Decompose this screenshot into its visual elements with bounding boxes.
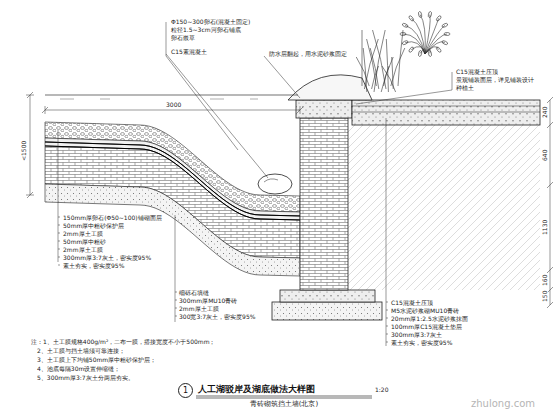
annotation: 粒径1.5~3cm河卵石铺底 (170, 26, 242, 33)
annotation: 20mm厚1:2.5水泥砂浆抹面 (390, 315, 469, 322)
callout-number: 1 (183, 387, 188, 395)
grass-blade (356, 57, 369, 86)
shrub-leaf (441, 23, 448, 28)
annotation: 细砾石填缝 (178, 289, 210, 296)
grass-blade (367, 39, 377, 86)
dimension: 160 (541, 273, 548, 286)
annotation: 2mm厚土工膜 (62, 230, 104, 237)
annotation: C15混凝土压顶 (455, 68, 499, 75)
shrub-leaf (444, 33, 450, 36)
grass-blade (363, 48, 367, 92)
annotation: C15混凝土压顶 (390, 299, 434, 306)
shrub-leaf (405, 25, 425, 54)
annotation: 100mm厚C15混凝土垫层 (390, 323, 463, 330)
dimension: <1500 (20, 140, 27, 162)
shrub-leaf (428, 11, 432, 18)
shrub-leaf (408, 15, 414, 22)
grass-blade (373, 30, 386, 89)
shrub-leaf (418, 11, 422, 18)
dimension: 240 (541, 106, 548, 119)
shrub-leaf (436, 46, 442, 53)
drawing-title: 人工湖驳岸及湖底做法大样图 (198, 384, 315, 395)
annotation: 防水层翻起，用水泥砂浆固定 (268, 50, 348, 57)
annotation: 2mm厚土工膜 (62, 246, 104, 253)
grass-blade (362, 30, 363, 86)
annotation: 300mm厚MU10青砖 (178, 297, 238, 304)
shrub-leaf (425, 25, 445, 54)
annotation: 4、池底每隔30m设置伸缩缝； (36, 365, 121, 372)
annotation: 300宽3:7灰土，密实度95% (178, 313, 256, 320)
shrub-leaf (402, 40, 409, 45)
grass-blade (398, 30, 403, 86)
shrub-leaf (408, 46, 414, 53)
grass-blade (370, 48, 379, 89)
shrub-leaf (411, 18, 425, 54)
annotation: 300mm厚3:7灰土，密实度95% (62, 254, 152, 261)
annotation: C15素混凝土 (170, 48, 208, 55)
annotation: 150mm厚卵石(Φ50~100)铺砌面层 (62, 214, 163, 221)
annotation: 3、土工膜上下均铺50mm厚中粗砂保护层； (36, 356, 157, 363)
drawing-caption: 青砖砌筑挡土墙(北京) (250, 400, 318, 408)
geomembrane-line (45, 142, 300, 216)
annotation: 素土夯实，密实度95% (390, 339, 453, 346)
dimension: 1130 (541, 219, 548, 236)
shrub-leaf (420, 15, 425, 54)
annotation: 景观铺装面层，详见铺装设计 (455, 76, 535, 83)
detail-callout-circle: 1 (178, 383, 193, 398)
annotation: 素土夯实，密实度95% (62, 262, 125, 269)
annotation: 注：1、土工膜规格400g/m²，二布一膜，搭接宽度不小于500mm； (30, 338, 217, 345)
shrub-leaf (436, 15, 442, 22)
shrub-leaf (425, 18, 439, 54)
watermark: zhulong.com (470, 398, 536, 410)
grass-blade (382, 66, 396, 92)
annotation: 2、土工膜与挡土墙须可靠连接； (36, 347, 126, 354)
annotation: 1:20 (374, 386, 389, 393)
annotation: 卵石嵌草 (170, 34, 196, 41)
annotation: 3000 (165, 101, 182, 108)
annotation: 2mm厚土工膜 (178, 305, 220, 312)
shrub-leaf (418, 50, 422, 57)
shrub-leaf (400, 32, 406, 35)
annotation: 5、300mm厚3:7灰土分两层夯实。 (36, 374, 135, 381)
annotation: 50mm厚中粗砂保护层 (62, 222, 125, 229)
dimension: 640 (541, 148, 548, 161)
annotation: 种植土 (455, 84, 475, 91)
shrub-leaf (441, 40, 448, 45)
lake-bottom-layer (45, 184, 300, 276)
grass-blade (386, 39, 388, 92)
dimension: 150 (541, 290, 548, 303)
annotation: 50mm厚中粗砂 (62, 238, 107, 245)
geomembrane-line (45, 146, 300, 220)
shrub-leaf (402, 23, 409, 28)
annotation: Φ150~300卵石(混凝土固定) (170, 18, 251, 25)
shrub-leaf (428, 50, 432, 57)
annotation: 300mm厚3:7灰土 (390, 331, 443, 338)
annotation: M5水泥砂浆砌MU10青砖 (390, 307, 460, 314)
